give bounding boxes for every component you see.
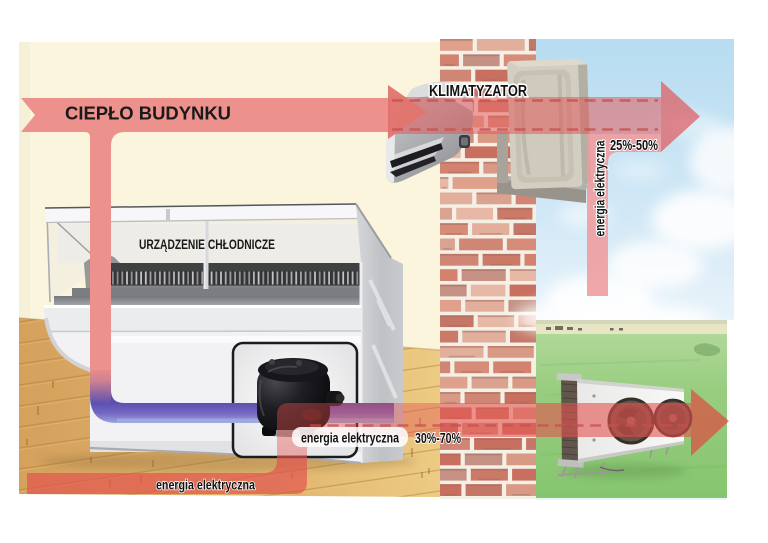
svg-text:energia elektryczna: energia elektryczna xyxy=(301,431,399,446)
svg-text:25%-50%: 25%-50% xyxy=(610,138,658,154)
svg-text:energia elektryczna: energia elektryczna xyxy=(593,140,608,236)
svg-text:URZĄDZENIE CHŁODNICZE: URZĄDZENIE CHŁODNICZE xyxy=(139,237,275,252)
svg-text:30%-70%: 30%-70% xyxy=(415,431,461,447)
svg-text:CIEPŁO BUDYNKU: CIEPŁO BUDYNKU xyxy=(65,103,231,124)
svg-text:KLIMATYZATOR: KLIMATYZATOR xyxy=(429,83,527,100)
svg-text:energia elektryczna: energia elektryczna xyxy=(156,478,255,493)
